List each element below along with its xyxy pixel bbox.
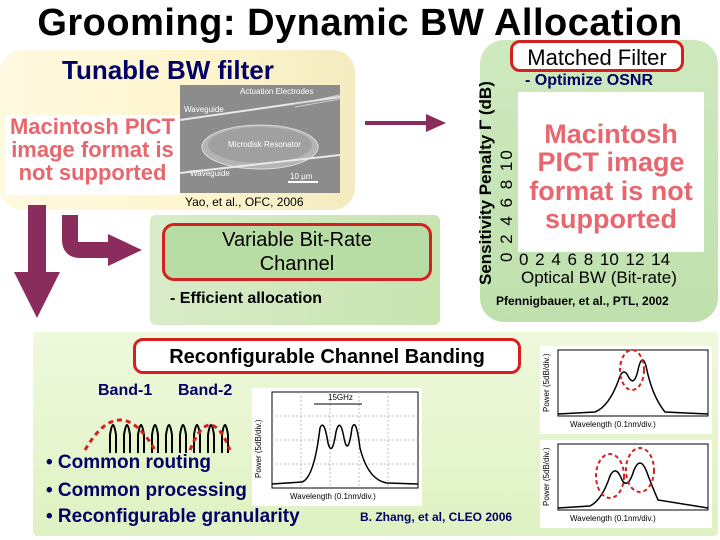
sem-label-actuation: Actuation Electrodes (240, 87, 314, 96)
sem-micrograph: Actuation Electrodes Waveguide Microdisk… (180, 85, 340, 193)
tunable-filter-heading: Tunable BW filter (62, 55, 274, 85)
spectrum-br-x-label: Wavelength (0.1nm/div.) (570, 514, 656, 523)
spectrum-br-svg (557, 443, 709, 511)
citation-pfennigbauer: Pfennigbauer, et al., PTL, 2002 (496, 294, 669, 308)
spectrum-bandwidth-label: 15GHz (328, 393, 353, 402)
banding-bullet-2: • Common processing (46, 480, 247, 501)
spectrum-main-x-label: Wavelength (0.1nm/div.) (290, 492, 376, 501)
spectrum-tr-x-label: Wavelength (0.1nm/div.) (570, 420, 656, 429)
sem-label-resonator: Microdisk Resonator (228, 140, 301, 149)
vbr-title-line1: Variable Bit-Rate (222, 229, 372, 251)
sem-scale-bar-label: 10 μm (290, 172, 313, 181)
sem-label-waveguide-top: Waveguide (184, 105, 224, 114)
banding-bullet-3: • Reconfigurable granularity (46, 506, 300, 527)
matched-filter-bullet: - Optimize OSNR (525, 72, 654, 89)
vbr-title-line2: Channel (259, 253, 335, 275)
spectrum-plot-bottom-right: Wavelength (0.1nm/div.) Power (5dB/div.) (540, 440, 712, 528)
citation-zhang: B. Zhang, et al, CLEO 2006 (360, 510, 513, 524)
channel-banding-title: Reconfigurable Channel Banding (133, 338, 521, 374)
spectrum-tr-svg (557, 349, 709, 417)
matched-filter-title: Matched Filter (510, 40, 684, 72)
channel-comb-diagram (83, 418, 232, 453)
pict-placeholder-right: Macintosh PICT image format is not suppo… (518, 92, 704, 252)
sem-label-waveguide-bottom: Waveguide (190, 169, 230, 178)
band-1-label: Band-1 (98, 382, 153, 399)
spectrum-plot-main: 15GHz Wavelength (0.1nm/div.) Power (5dB… (252, 388, 422, 506)
page-title: Grooming: Dynamic BW Allocation (37, 2, 683, 44)
spectrum-tr-y-label: Power (5dB/div.) (542, 353, 551, 412)
spectrum-main-svg (271, 391, 419, 489)
banding-bullet-1: • Common routing (46, 452, 211, 473)
vbr-title-box: Variable Bit-Rate Channel (162, 223, 432, 281)
penalty-x-axis-label: Optical BW (Bit-rate) (521, 268, 677, 287)
vbr-bullet: - Efficient allocation (170, 290, 323, 307)
spectrum-br-y-label: Power (5dB/div.) (542, 447, 551, 506)
spectrum-plot-top-right: Wavelength (0.1nm/div.) Power (5dB/div.) (540, 346, 712, 434)
penalty-x-ticks: 0 2 4 6 8 10 12 14 (519, 250, 671, 269)
pict-placeholder-left: Macintosh PICT image format is not suppo… (5, 115, 180, 195)
band-2-label: Band-2 (178, 382, 233, 399)
citation-yao: Yao, et al., OFC, 2006 (185, 195, 304, 209)
sem-image (180, 85, 340, 193)
spectrum-main-y-label: Power (5dB/div.) (254, 419, 263, 478)
